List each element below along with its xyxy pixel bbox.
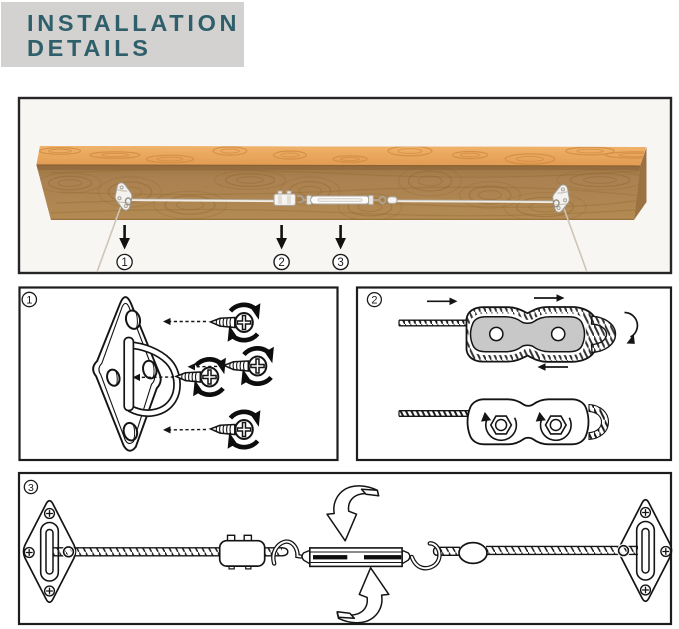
svg-text:3: 3: [337, 257, 343, 269]
svg-text:2: 2: [278, 257, 284, 269]
svg-text:3: 3: [28, 482, 34, 494]
svg-text:2: 2: [371, 295, 377, 307]
svg-text:1: 1: [26, 294, 32, 306]
svg-text:1: 1: [121, 257, 127, 269]
